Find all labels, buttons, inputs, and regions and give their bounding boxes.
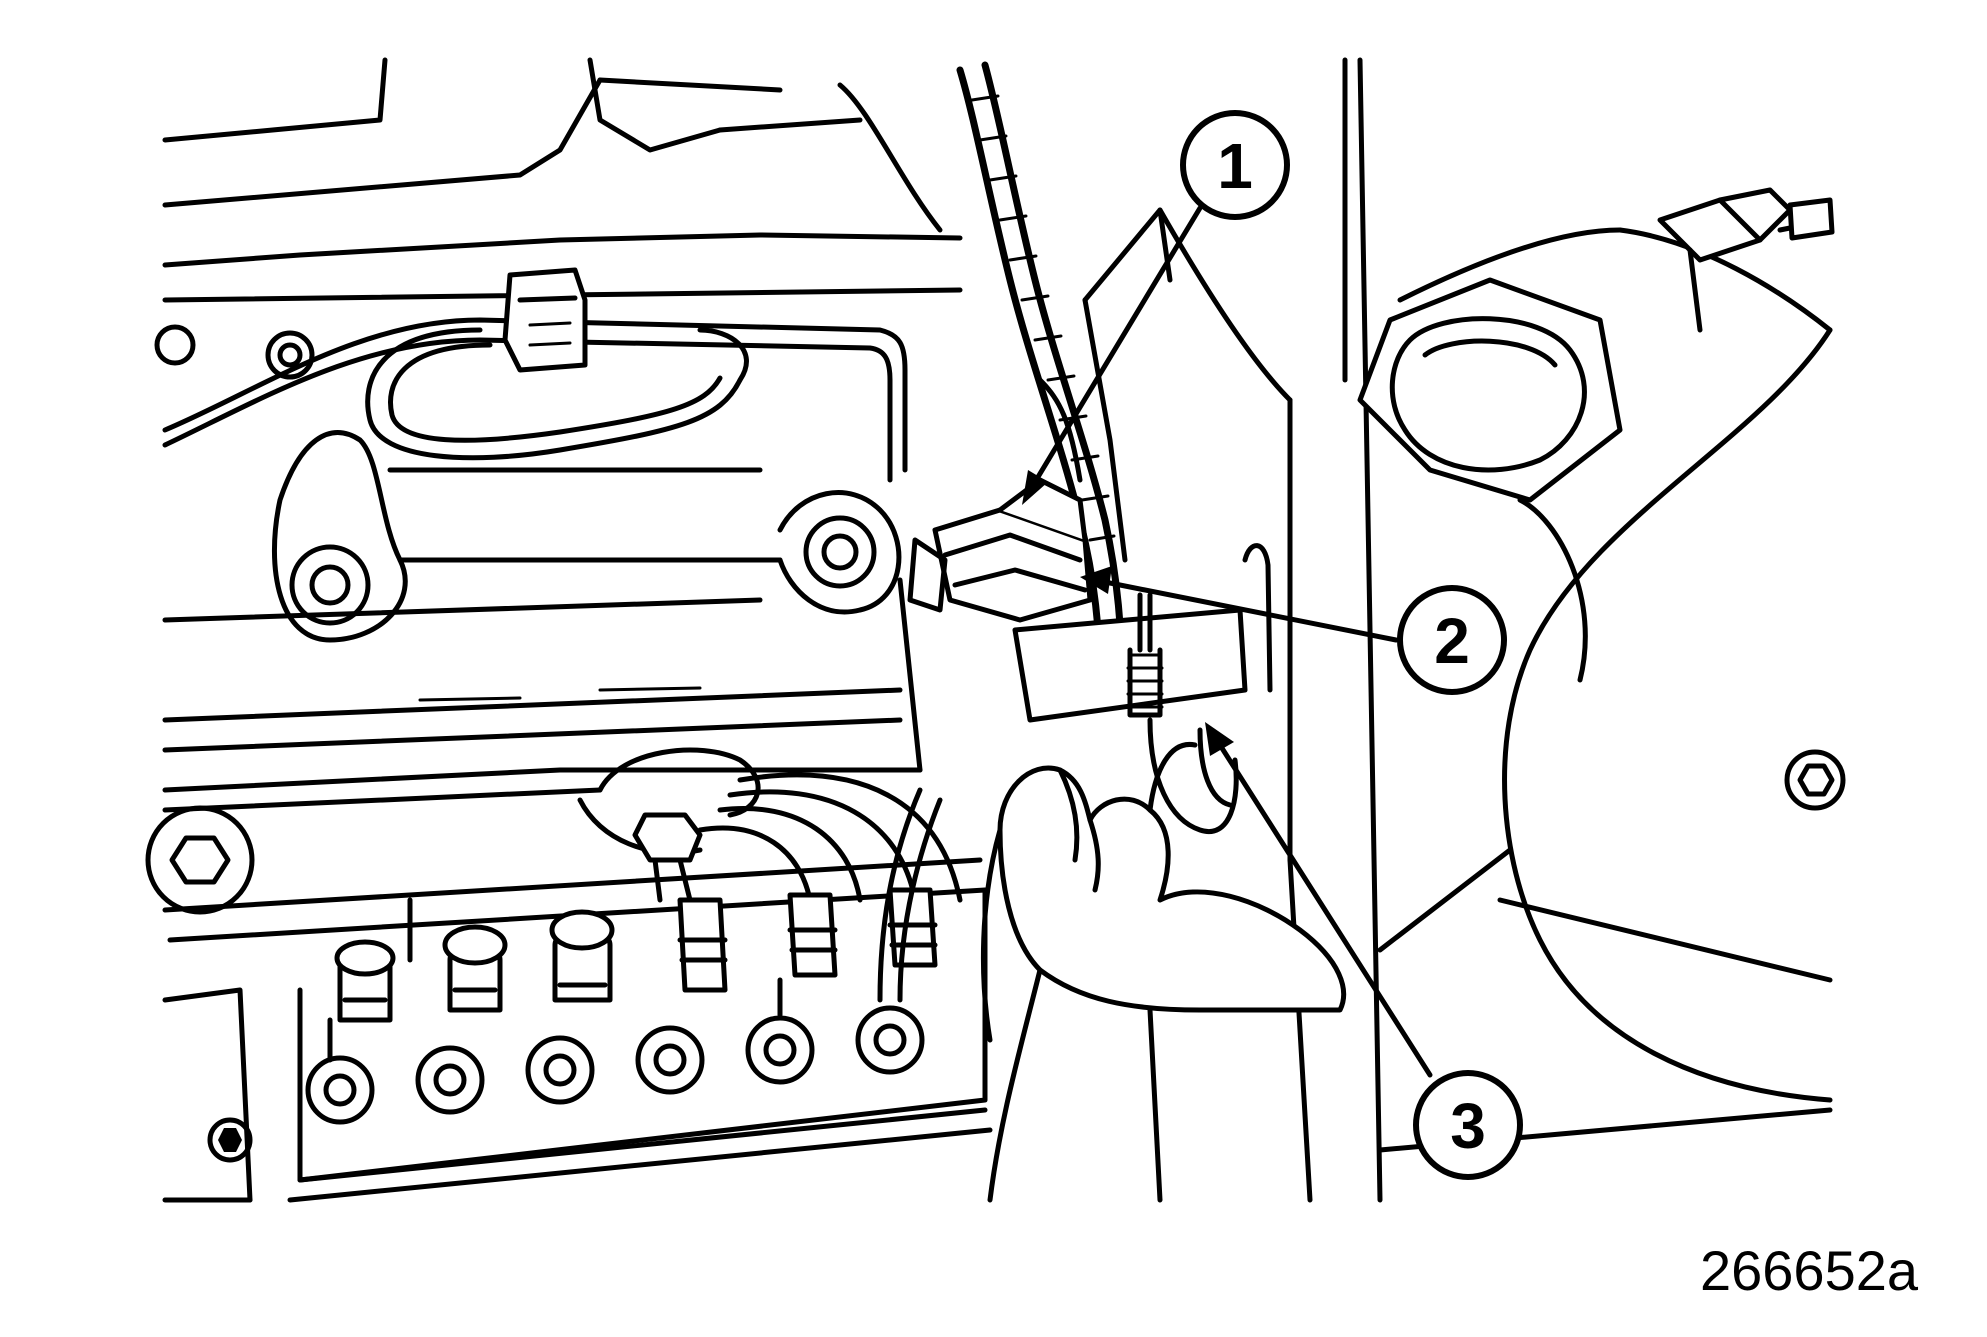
callout-3-number: 3 [1450,1090,1486,1162]
hand [877,742,1347,1203]
wiring-harness [956,61,1126,694]
leader-line-3 [1217,742,1433,1078]
callout-2-number: 2 [1434,605,1470,677]
mounting-plate [1037,57,1383,1203]
callout-1: 1 [1180,110,1290,220]
leader-arrow-2 [1080,566,1112,594]
callout-2-circle [1397,585,1507,695]
callout-1-number: 1 [1217,130,1253,202]
callout-1-circle [1180,110,1290,220]
leader-arrow-1 [1022,470,1048,505]
callout-2: 2 [1397,585,1507,695]
injector-fittings [305,887,938,1125]
leader-lines [1022,205,1433,1078]
figure-id-label: 266652a [1700,1239,1919,1302]
leader-arrow-3 [1205,722,1234,756]
callout-3-circle [1413,1070,1523,1180]
callout-3: 3 [1413,1070,1523,1180]
sensor-connector [907,477,1273,723]
leader-line-2 [1102,579,1399,643]
flywheel-housing [1357,187,1846,1153]
leader-line-1 [1032,205,1203,485]
engine-block [145,57,993,1203]
